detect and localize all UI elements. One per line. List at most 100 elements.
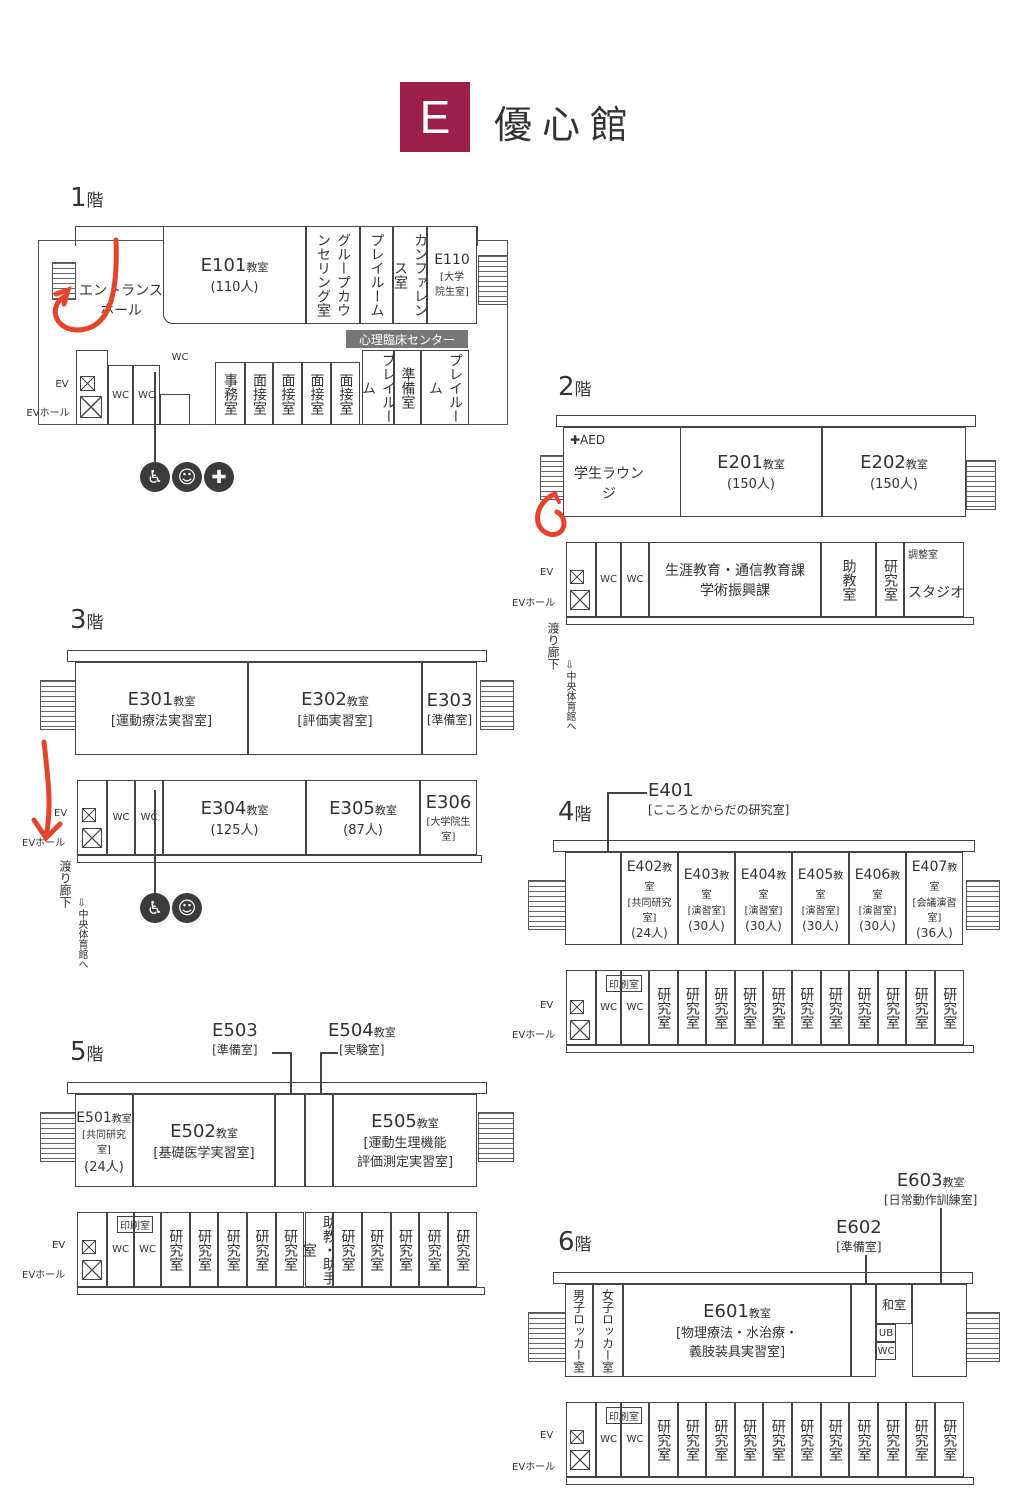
room-e503[interactable] xyxy=(275,1094,305,1187)
room-lab-2f[interactable]: 研究室 xyxy=(876,542,904,617)
wc-1f-a[interactable]: WC xyxy=(108,365,133,425)
wc-2f-a[interactable]: WC xyxy=(596,542,621,617)
room-lab[interactable]: 研究室 xyxy=(877,1402,907,1477)
room-e403[interactable]: E403教室[演習室](30人) xyxy=(678,852,735,945)
room-office-1f[interactable]: 事務室 xyxy=(215,362,245,425)
wc-1f-small[interactable]: WC xyxy=(160,350,200,365)
room-e501[interactable]: E501教室 [共同研究室] (24人) xyxy=(75,1094,133,1187)
room-interview-3[interactable]: 面接室 xyxy=(302,362,331,425)
room-lab[interactable]: 研究室 xyxy=(820,970,850,1045)
room-male-locker[interactable]: 男子ロッカー室 xyxy=(565,1284,593,1377)
room-lab[interactable]: 研究室 xyxy=(763,1402,792,1477)
room-interview-2[interactable]: 面接室 xyxy=(273,362,302,425)
room-ev-block-4f xyxy=(566,970,596,1045)
room-lab[interactable]: 研究室 xyxy=(792,1402,821,1477)
room-lab[interactable]: 研究室 xyxy=(390,1212,420,1287)
room-lab[interactable]: 研究室 xyxy=(849,1402,878,1477)
room-assistant-prof-2f[interactable]: 助教室 xyxy=(821,542,876,617)
wc-4f-b[interactable]: WC xyxy=(621,970,649,1045)
room-e404[interactable]: E404教室[演習室](30人) xyxy=(735,852,792,945)
room-e601[interactable]: E601教室 [物理療法・水治療・ 義肢装具実習室] xyxy=(623,1284,851,1377)
room-lab[interactable]: 研究室 xyxy=(734,970,764,1045)
room-assistant[interactable]: 助教・助手室 xyxy=(301,1212,337,1287)
room-studio[interactable] xyxy=(904,542,964,617)
room-e304[interactable]: E304教室 (125人) xyxy=(163,780,306,855)
room-interview-1[interactable]: 面接室 xyxy=(245,362,273,425)
room-lab[interactable]: 研究室 xyxy=(333,1212,362,1287)
e504-leader-v xyxy=(320,1052,322,1110)
room-e407[interactable]: E407教室[会議演習室](36人) xyxy=(906,852,963,945)
room-number: E602 xyxy=(836,1217,882,1238)
room-e406[interactable]: E406教室[演習室](30人) xyxy=(849,852,906,945)
room-e401[interactable] xyxy=(565,852,621,945)
room-e101[interactable]: E101教室 (110人) xyxy=(163,226,306,324)
room-e504[interactable] xyxy=(305,1094,333,1187)
room-lab[interactable]: 研究室 xyxy=(792,970,821,1045)
room-lab[interactable]: 研究室 xyxy=(706,1402,735,1477)
room-e202[interactable]: E202教室 (150人) xyxy=(822,427,966,517)
room-lab[interactable]: 研究室 xyxy=(935,970,964,1045)
room-lifelong-education-office[interactable]: 生涯教育・通信教育課 学術振興課 xyxy=(649,542,821,617)
room-sub: [会議演習室] xyxy=(912,898,957,924)
room-e110[interactable]: E110 [大学 院生室] xyxy=(427,226,477,324)
wc-3f-b[interactable]: WC xyxy=(135,780,163,855)
room-e402[interactable]: E402教室[共同研究室](24人) xyxy=(621,852,678,945)
room-lab[interactable]: 研究室 xyxy=(763,970,792,1045)
room-e603[interactable] xyxy=(912,1284,967,1377)
room-e306[interactable]: E306 [大学院生室] xyxy=(420,780,477,855)
floor-6-bottom-bar xyxy=(566,1477,974,1485)
room-female-locker[interactable]: 女子ロッカー室 xyxy=(593,1284,623,1377)
room-lab[interactable]: 研究室 xyxy=(649,970,678,1045)
room-lab[interactable]: 研究室 xyxy=(906,1402,935,1477)
student-lounge[interactable]: 学生ラウンジ xyxy=(574,465,644,502)
wc-6f-a[interactable]: WC xyxy=(596,1402,621,1477)
room-lab[interactable]: 研究室 xyxy=(877,970,907,1045)
room-lab[interactable]: 研究室 xyxy=(361,1212,391,1287)
wc-3f-a[interactable]: WC xyxy=(107,780,135,855)
room-lab[interactable]: 研究室 xyxy=(820,1402,850,1477)
room-conference[interactable]: カンファレンス室 xyxy=(392,226,428,324)
room-lab[interactable]: 研究室 xyxy=(677,1402,707,1477)
room-e405[interactable]: E405教室[演習室](30人) xyxy=(792,852,849,945)
room-interview-4[interactable]: 面接室 xyxy=(331,362,360,425)
room-e305[interactable]: E305教室 (87人) xyxy=(306,780,420,855)
wc-2f-b[interactable]: WC xyxy=(621,542,649,617)
wc-5f-a[interactable]: WC xyxy=(107,1212,134,1287)
ostomate-icon: ✚ xyxy=(204,462,234,492)
wc-1f-b[interactable]: WC xyxy=(133,365,160,425)
room-lab[interactable]: 研究室 xyxy=(275,1212,305,1287)
room-ub[interactable]: UB xyxy=(876,1324,896,1342)
room-playroom-1[interactable]: プレイルーム xyxy=(360,226,393,324)
wc-6f-b[interactable]: WC xyxy=(621,1402,649,1477)
room-lab[interactable]: 研究室 xyxy=(677,970,707,1045)
room-lab[interactable]: 研究室 xyxy=(935,1402,964,1477)
wc-4f-a[interactable]: WC xyxy=(596,970,621,1045)
wc-5f-b[interactable]: WC xyxy=(134,1212,161,1287)
room-wc-6f-small[interactable]: WC xyxy=(876,1342,896,1360)
room-lab[interactable]: 研究室 xyxy=(849,970,878,1045)
room-playroom-2[interactable]: プレイルーム xyxy=(360,350,396,425)
room-e503-label: E503 [準備室] xyxy=(212,1020,258,1058)
room-prep-1f[interactable]: 準備室 xyxy=(394,350,421,425)
room-lab[interactable]: 研究室 xyxy=(906,970,935,1045)
room-lab[interactable]: 研究室 xyxy=(161,1212,190,1287)
room-e301[interactable]: E301教室 [運動療法実習室] xyxy=(75,662,248,755)
room-lab[interactable]: 研究室 xyxy=(247,1212,276,1287)
room-e201[interactable]: E201教室 (150人) xyxy=(680,427,822,517)
room-lab[interactable]: 研究室 xyxy=(419,1212,448,1287)
room-lab[interactable]: 研究室 xyxy=(218,1212,248,1287)
room-lab[interactable]: 研究室 xyxy=(706,970,735,1045)
room-playroom-3[interactable]: プレイルーム xyxy=(421,350,469,425)
room-e602[interactable] xyxy=(851,1284,876,1377)
room-e302[interactable]: E302教室 [評価実習室] xyxy=(248,662,422,755)
room-lab[interactable]: 研究室 xyxy=(734,1402,764,1477)
to-gym-label-3f: ⇩中央体育館へ xyxy=(76,898,87,969)
room-e502[interactable]: E502教室 [基礎医学実習室] xyxy=(133,1094,275,1187)
room-e505[interactable]: E505教室 [運動生理機能 評価測定実習室] xyxy=(333,1094,477,1187)
room-e303[interactable]: E303 [準備室] xyxy=(422,662,477,755)
room-group-counseling[interactable]: グループカウンセリング室 xyxy=(306,226,360,324)
room-lab[interactable]: 研究室 xyxy=(189,1212,219,1287)
room-lab[interactable]: 研究室 xyxy=(448,1212,477,1287)
room-lab[interactable]: 研究室 xyxy=(649,1402,678,1477)
room-washitsu[interactable]: 和室 xyxy=(876,1284,912,1324)
